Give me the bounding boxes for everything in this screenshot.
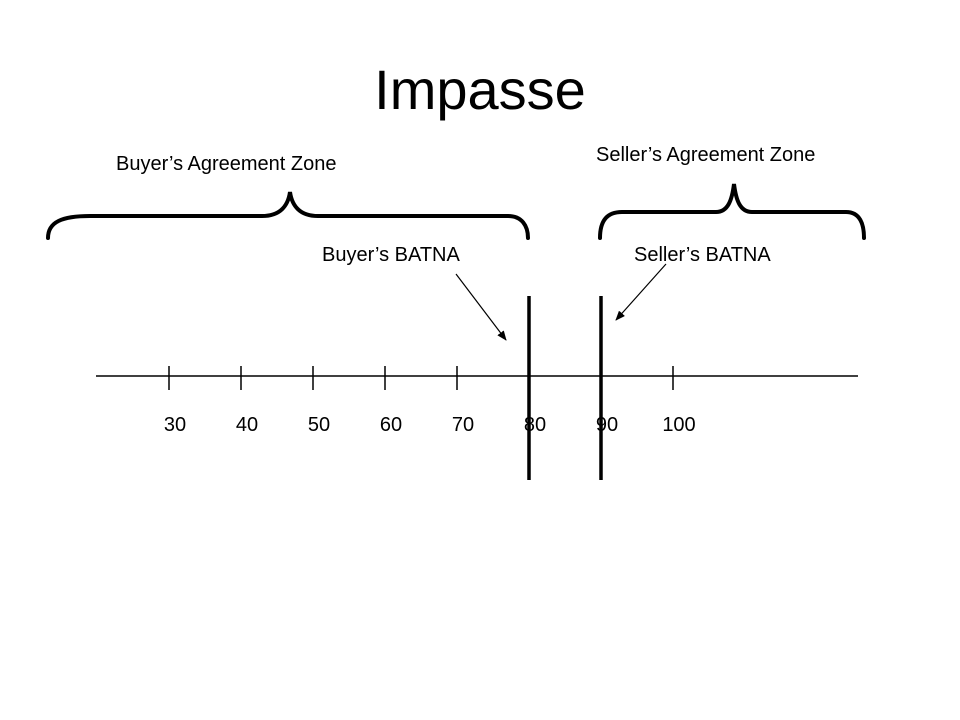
buyer-zone-brace [46,191,530,240]
tick-label-30: 30 [164,414,186,436]
buyer-batna-arrow [455,273,507,341]
buyer-batna-label: Buyer’s BATNA [322,244,460,266]
tick-marks [168,366,674,390]
seller-agreement-zone-label: Seller’s Agreement Zone [596,144,816,166]
tick-label-50: 50 [308,414,330,436]
tick-label-60: 60 [380,414,402,436]
buyer-agreement-zone-label: Buyer’s Agreement Zone [116,153,337,175]
slide-title: Impasse [374,58,586,121]
seller-zone-brace [598,183,866,240]
seller-batna-label: Seller’s BATNA [634,244,771,266]
tick-labels: 30 40 50 60 70 80 90 100 [164,414,696,436]
tick-label-100: 100 [662,414,695,436]
tick-label-70: 70 [452,414,474,436]
tick-label-40: 40 [236,414,258,436]
seller-batna-arrow [615,263,667,321]
tick-label-80: 80 [524,414,546,436]
tick-label-90: 90 [596,414,618,436]
